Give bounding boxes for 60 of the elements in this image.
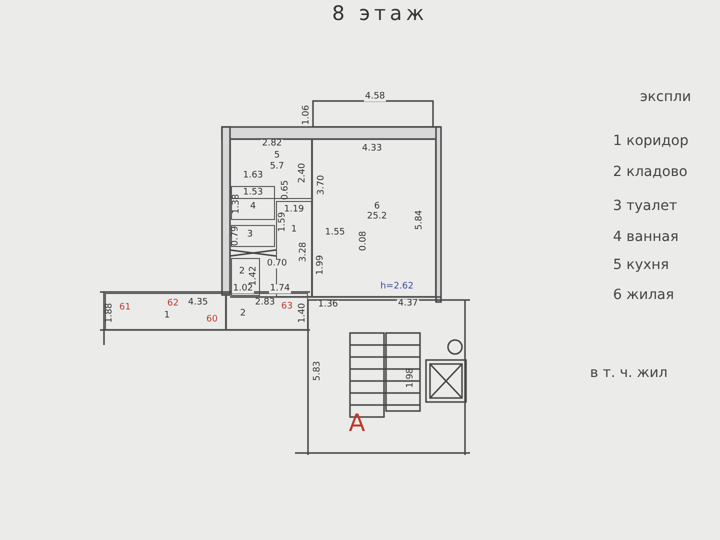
room — [231, 225, 275, 247]
dimension-label: 1.19 — [282, 206, 306, 214]
dimension-label: 2.40 — [298, 162, 308, 184]
dimension-label: 1.53 — [242, 188, 264, 198]
dimension-label: 1.36 — [316, 300, 340, 310]
dimension-label: 0.65 — [282, 180, 290, 200]
room — [105, 293, 226, 330]
room — [231, 258, 260, 296]
dimension-label: 0.08 — [360, 230, 368, 252]
dimension-label: 0.79 — [232, 226, 240, 246]
room-number: 1 — [164, 312, 170, 320]
section-mark: А — [348, 411, 366, 435]
marker-number: 61 — [119, 304, 131, 312]
room-number: 2 — [240, 310, 246, 318]
dimension-label: 1.74 — [268, 284, 292, 294]
dimension-label: 4.35 — [186, 298, 210, 308]
room-list-item: 2 кладово — [613, 165, 688, 179]
room-number: 6 — [374, 202, 380, 212]
dimension-label: 5.83 — [314, 360, 322, 382]
dimension-label: 1.59 — [278, 212, 288, 232]
room-area: 25.2 — [366, 212, 388, 222]
dimension-label: 1.38 — [232, 194, 242, 214]
room-list-item: 6 жилая — [613, 288, 674, 302]
dimension-label: 4.33 — [360, 144, 384, 154]
room-list-item: 3 туалет — [613, 199, 678, 213]
dimension-label: 1.99 — [316, 254, 326, 276]
dimension-label: 1.63 — [242, 172, 264, 180]
room-list-item: 4 ванная — [613, 230, 678, 244]
room — [231, 186, 275, 220]
dimension-label: 1.02 — [232, 284, 254, 294]
room-number: 4 — [250, 202, 256, 212]
dimension-label: 5.84 — [416, 210, 424, 230]
dimension-label: 4.58 — [364, 92, 386, 102]
room-number: 1 — [291, 226, 297, 234]
dimension-label: 1.40 — [298, 302, 308, 324]
area-note: в т. ч. жил — [590, 366, 668, 380]
marker-number: 63 — [281, 302, 293, 312]
ceiling-height-label: h=2.62 — [380, 282, 414, 292]
room-list-item: 5 кухня — [613, 258, 669, 272]
room-number: 3 — [247, 230, 253, 240]
dimension-label: 1.06 — [302, 104, 312, 126]
dimension-label: 2.83 — [254, 298, 276, 308]
dimension-label: 3.70 — [318, 174, 326, 196]
list-heading: экспли — [640, 90, 692, 104]
dimension-label: 0.70 — [266, 260, 288, 268]
dimension-label: 1.88 — [106, 302, 114, 324]
dimension-label: 2.82 — [260, 140, 284, 148]
dimension-label: 1.42 — [250, 266, 258, 286]
floor-title: 8 этаж — [332, 3, 428, 23]
room-number: 2 — [239, 268, 245, 276]
room — [312, 139, 436, 297]
dimension-label: 4.37 — [396, 300, 420, 308]
room-area: 5.7 — [270, 162, 284, 172]
dimension-label: 1.98 — [406, 368, 416, 388]
marker-number: 60 — [206, 316, 218, 324]
dimension-label: 1.55 — [324, 228, 346, 238]
room-number: 5 — [274, 152, 280, 160]
room-list-item: 1 коридор — [613, 134, 688, 148]
marker-number: 62 — [167, 300, 179, 308]
dimension-label: 3.28 — [300, 242, 308, 262]
